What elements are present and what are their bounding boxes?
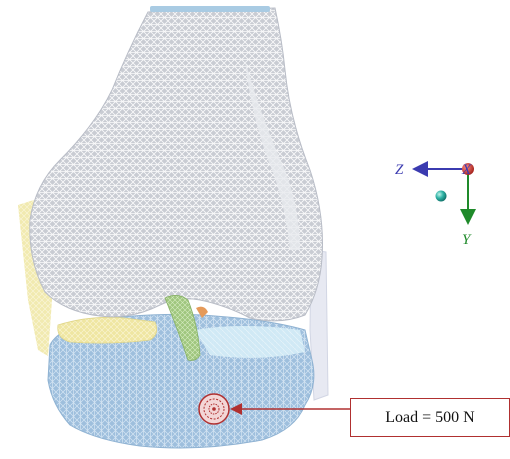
- x-axis-label: X: [461, 162, 472, 178]
- femur-cap: [150, 6, 270, 12]
- green-ligament-mesh: [164, 295, 201, 361]
- meniscus-yellow-mesh: [57, 316, 158, 344]
- load-label: Load = 500 N: [385, 408, 475, 426]
- x-axis-origin: [462, 163, 474, 175]
- axis-triad: Z X Y: [395, 161, 476, 248]
- cyan-sphere-icon: [435, 190, 447, 202]
- z-axis-label: Z: [395, 162, 404, 178]
- load-point: [198, 393, 230, 425]
- orange-detail: [196, 306, 208, 318]
- cartilage-mesh: [195, 326, 305, 358]
- y-axis-label: Y: [462, 232, 472, 248]
- load-label-box: Load = 500 N: [350, 398, 510, 437]
- femur-highlight: [245, 60, 300, 250]
